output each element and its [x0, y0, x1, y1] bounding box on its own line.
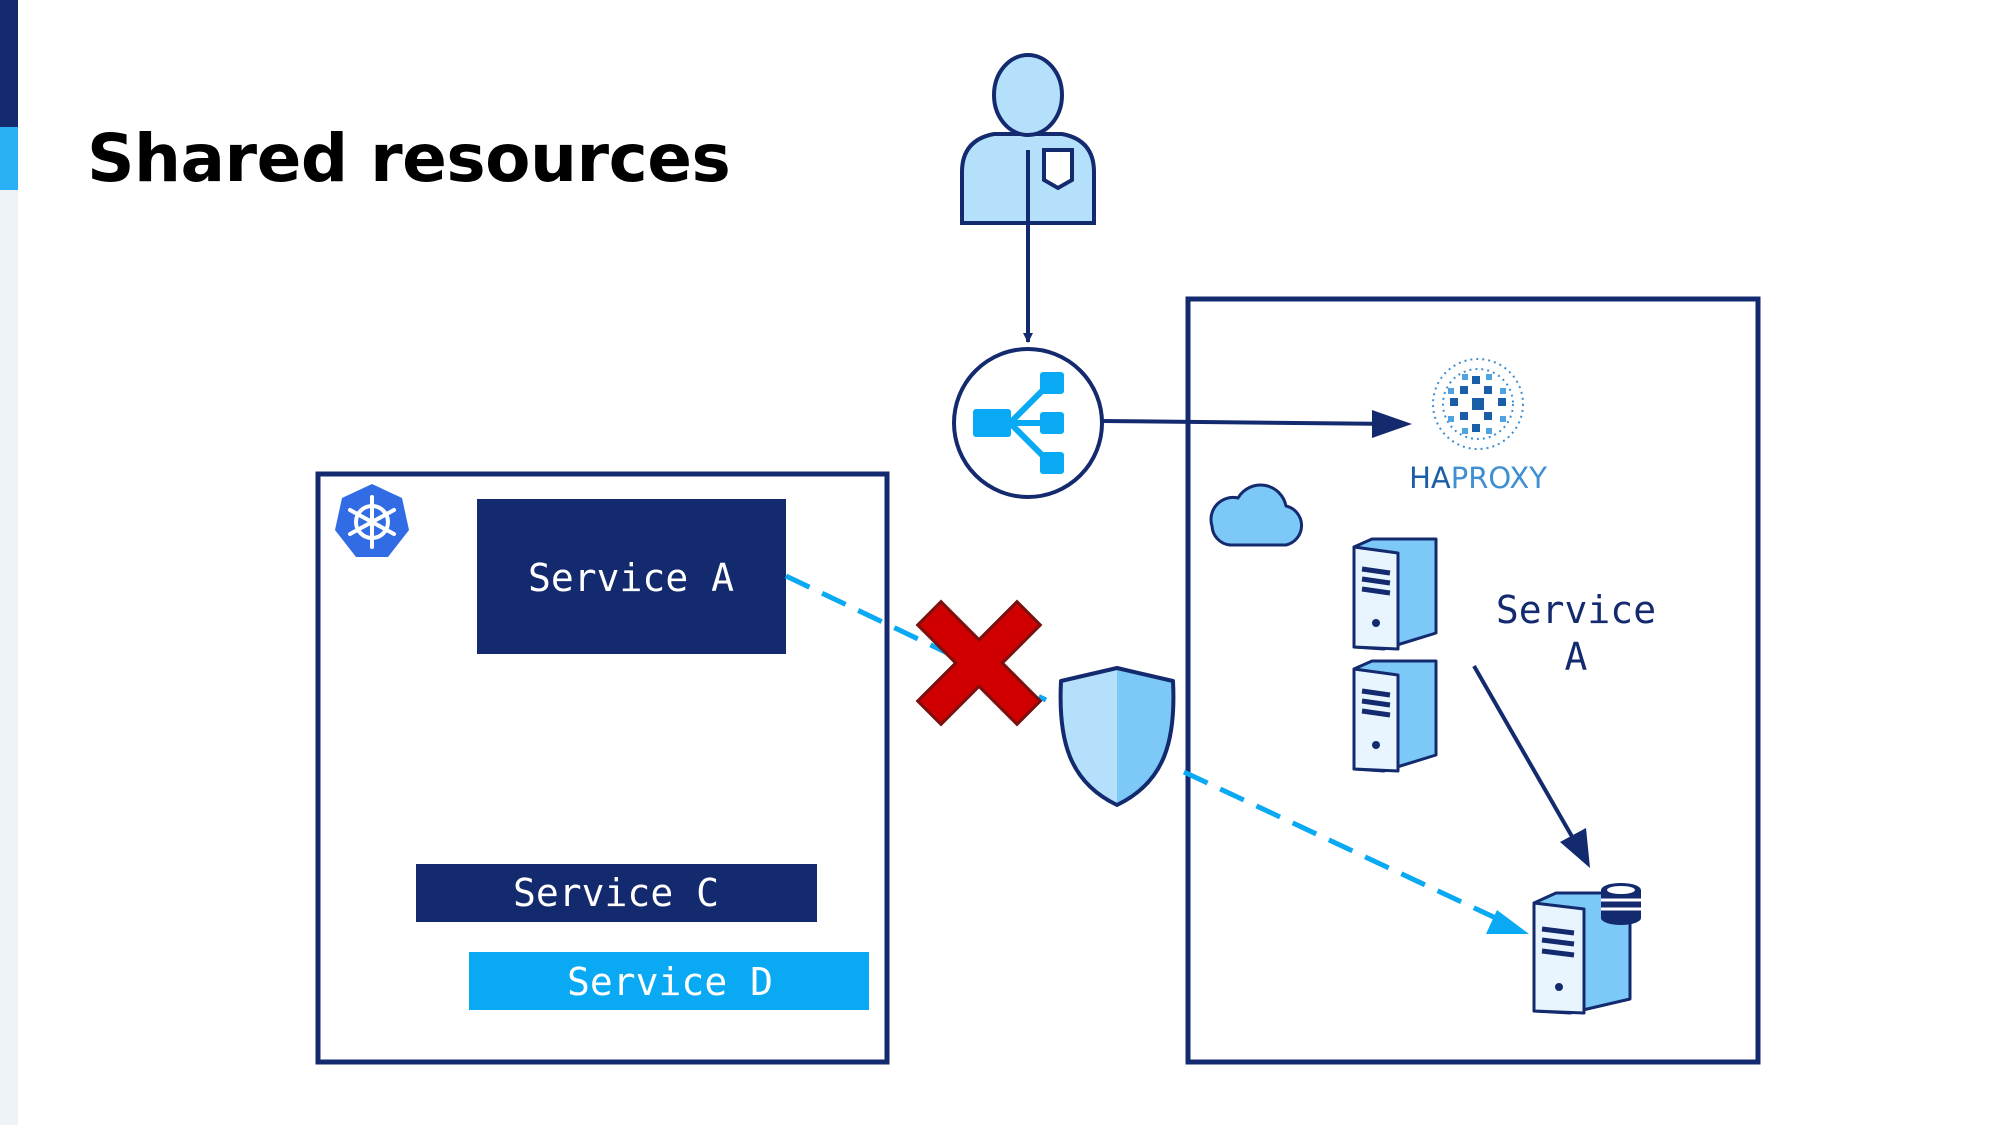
haproxy-arrowhead	[1372, 410, 1412, 438]
cloud-environment-box	[1185, 296, 1761, 1065]
service-c-box	[416, 864, 817, 922]
allowed-connection	[1182, 769, 1502, 923]
haproxy-logo	[1432, 358, 1524, 450]
slide-title: Shared resources	[87, 120, 731, 197]
haproxy-wordmark-ha: HA	[1409, 461, 1451, 495]
service-a-to-database-arrow	[1472, 665, 1576, 841]
shield-icon	[1058, 666, 1176, 807]
service-a-right-label-line2: A	[1565, 635, 1588, 679]
service-a-label: Service A	[528, 556, 734, 600]
load-balancer-to-haproxy-arrow	[1101, 419, 1399, 426]
service-a-box	[477, 499, 786, 654]
service-d-box	[469, 952, 869, 1010]
accent-light-segment	[0, 127, 18, 190]
allowed-connection-arrowhead	[1486, 910, 1529, 934]
cloud-icon	[1209, 483, 1303, 547]
server-icon	[1352, 659, 1438, 773]
service-a-right-label-line1: Service	[1496, 588, 1656, 632]
left-accent-bar	[0, 0, 18, 1125]
kubernetes-cluster-box	[315, 471, 890, 1065]
accent-dark-segment	[0, 0, 18, 127]
server-icon	[1352, 537, 1438, 651]
database-arrowhead	[1560, 828, 1590, 868]
x-mark-icon	[915, 599, 1043, 727]
load-balancer-icon	[952, 347, 1104, 499]
haproxy-wordmark: HAPROXY	[1409, 461, 1547, 495]
database-server-icon	[1532, 891, 1632, 1015]
service-c-label: Service C	[513, 871, 719, 915]
database-icon	[1601, 883, 1641, 925]
haproxy-wordmark-proxy: PROXY	[1451, 461, 1547, 495]
service-d-label: Service D	[567, 960, 773, 1004]
kubernetes-icon	[335, 484, 409, 557]
